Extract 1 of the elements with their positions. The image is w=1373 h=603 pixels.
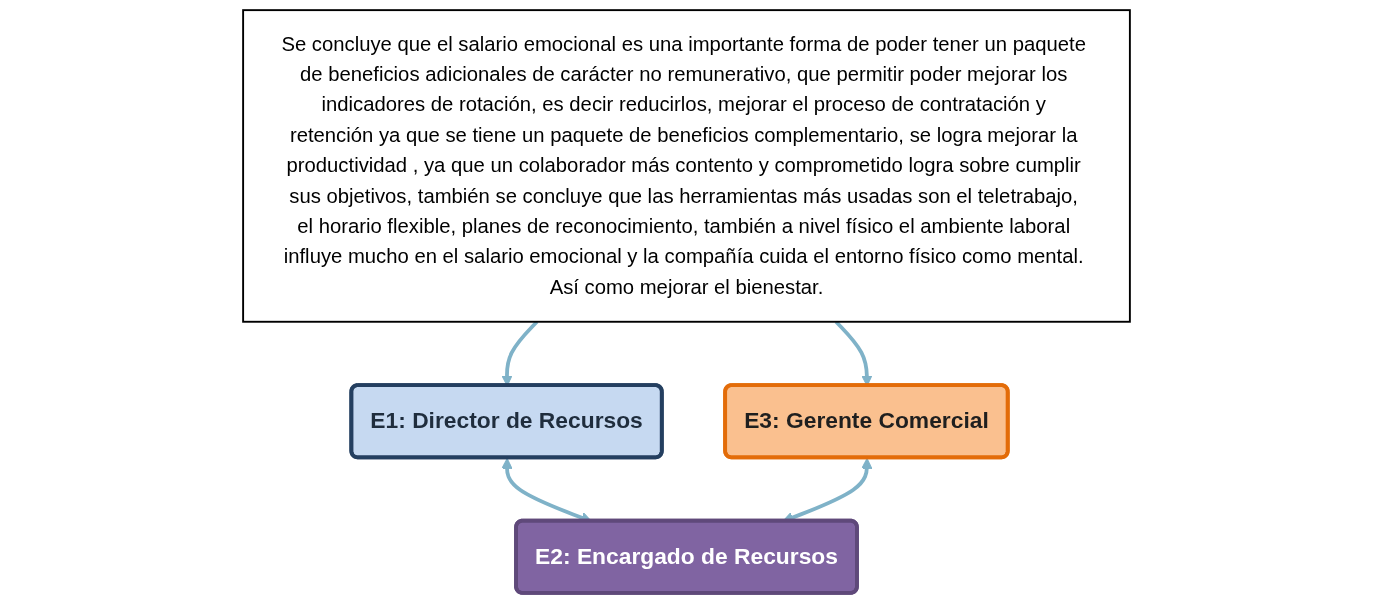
node-box: Se concluye que el salario emocional es una importante forma de poder tener un paquete de beneficios adicionales de carácter no remunerativo, que permitir poder mejorar los indicadores de rotación, es decir reducirlos, mejorar el proceso de contratación y retención ya que se tiene un paquete de beneficios complementario, se logra mejorar la productividad , ya que un colaborador más contento y comprometido logra sobre cumplir sus objetivos, también se concluye que las herramientas más usadas son el teletrabajo, el horario flexible, planes de reconocimiento, también a nivel físico el ambiente laboral influye mucho en el salario emocional y la compañía cuida el entorno físico como mental. Así como mejorar el bienestar. (242, 9, 1131, 323)
